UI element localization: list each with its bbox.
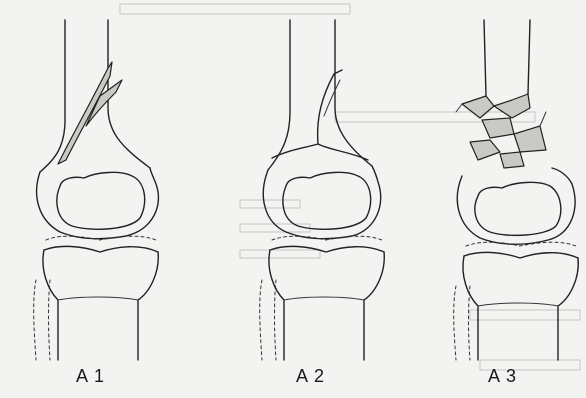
panel-a2-drawing: [260, 20, 385, 360]
panel-a3-drawing: [454, 20, 579, 360]
panel-a2-label: A 2: [296, 366, 325, 390]
panel-a3-label: A 3: [488, 366, 517, 390]
show-through-background: [120, 4, 580, 370]
panel-a1-drawing: [34, 20, 159, 360]
panel-a1-label: A 1: [76, 366, 105, 390]
